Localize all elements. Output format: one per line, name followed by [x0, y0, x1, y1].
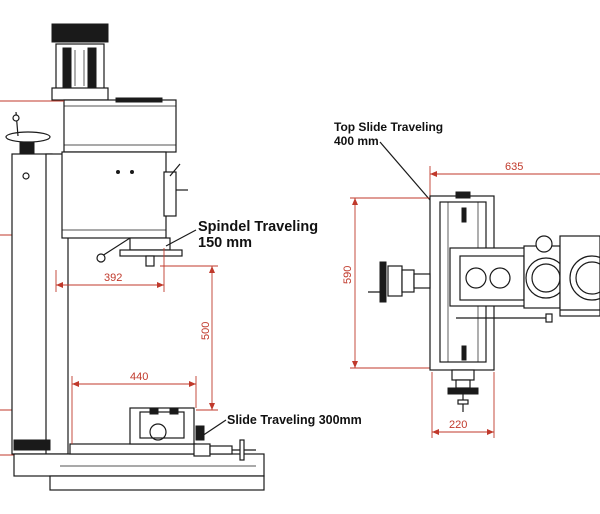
dimension-220: 220	[431, 372, 495, 438]
motor	[51, 23, 109, 101]
spindel-traveling-callout: Spindel Traveling 150 mm	[165, 219, 318, 251]
dimension-590-label: 590	[342, 266, 354, 284]
top-slide-label: Top Slide Traveling	[334, 120, 443, 134]
dimension-392: 392	[55, 248, 165, 292]
dimension-220-label: 220	[449, 419, 467, 431]
dimension-590: 590	[342, 197, 430, 369]
handwheel	[5, 111, 51, 155]
slide-traveling-callout: Slide Traveling 300mm	[201, 413, 362, 437]
dimension-500-label: 500	[200, 322, 212, 340]
top-slide-value: 400 mm	[334, 134, 379, 148]
column	[11, 153, 69, 455]
dimension-500: 500	[160, 265, 218, 411]
top-slide-callout: Top Slide Traveling 400 mm	[334, 120, 443, 201]
spindle-head	[61, 151, 188, 267]
slide-traveling-label: Slide Traveling 300mm	[227, 413, 362, 427]
spindel-traveling-value: 150 mm	[198, 235, 252, 251]
gearbox-head	[63, 97, 177, 153]
dimension-635: 635	[429, 161, 600, 196]
dimension-635-label: 635	[505, 161, 523, 173]
dimension-440-label: 440	[130, 371, 148, 383]
top-view: Top Slide Traveling 400 mm 635 590	[334, 120, 600, 438]
head-top	[449, 235, 600, 323]
handwheel-bottom	[447, 369, 479, 412]
dimension-392-label: 392	[104, 272, 122, 284]
handwheel-left	[368, 261, 431, 303]
base	[13, 443, 265, 491]
dimension-440: 440	[71, 371, 197, 444]
spindel-traveling-label: Spindel Traveling	[198, 219, 318, 235]
vise-table	[129, 407, 256, 461]
side-view: 392 500 440 Spindel Traveling 150 mm	[0, 23, 362, 491]
